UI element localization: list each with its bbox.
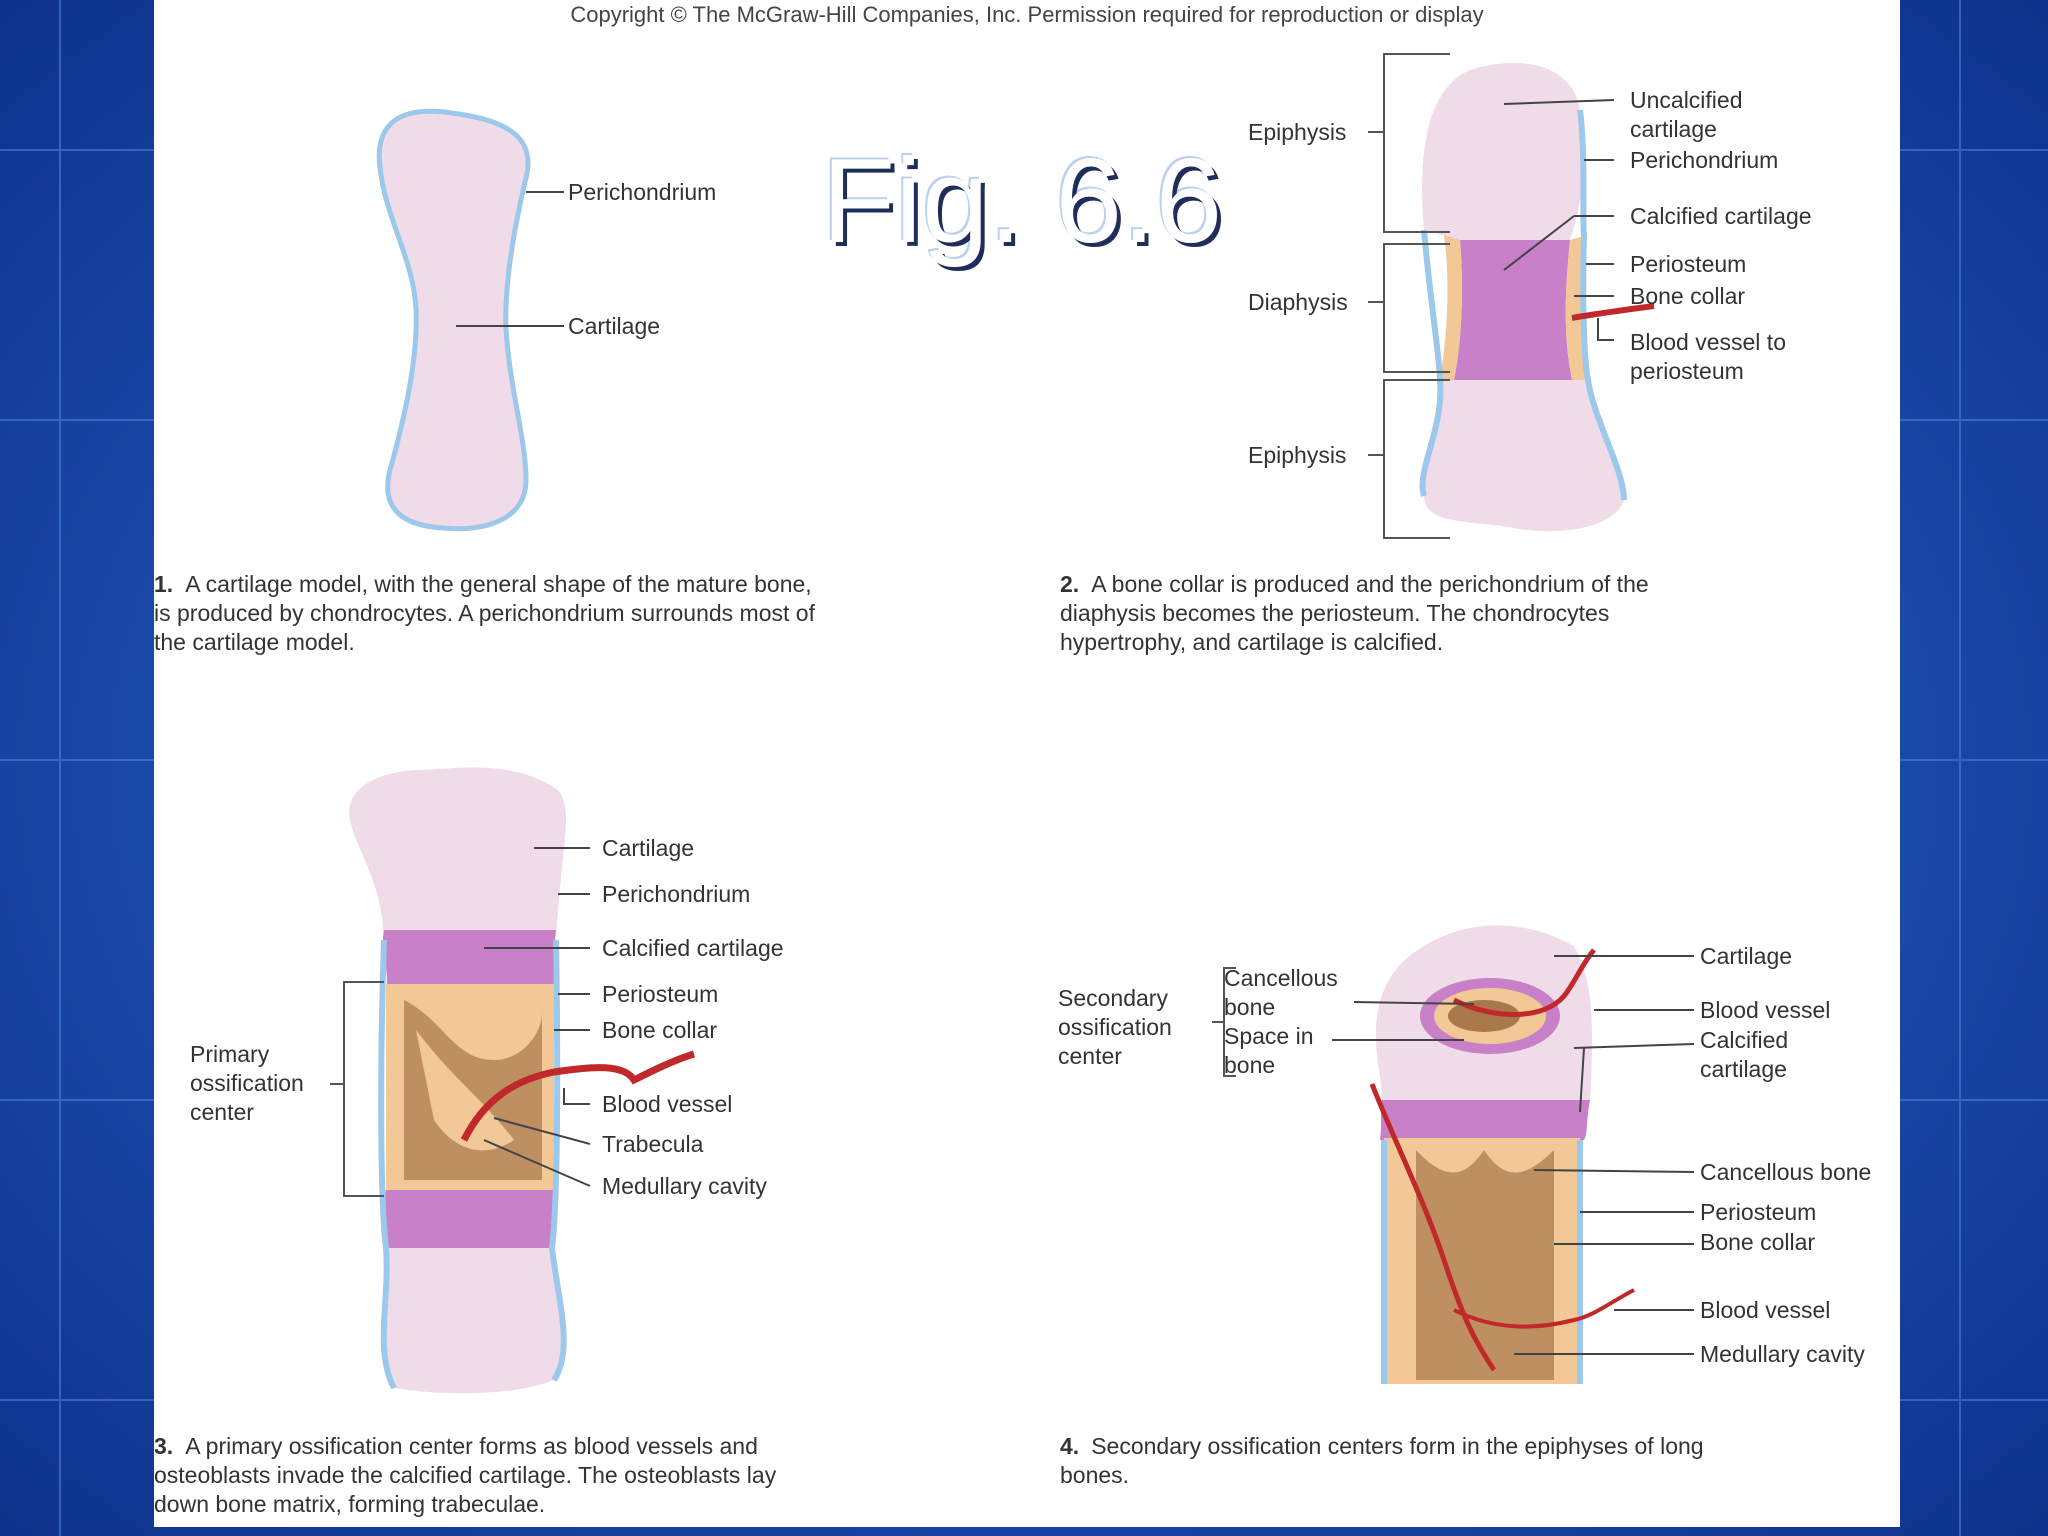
label-periosteum-3: Periosteum [602, 981, 719, 1007]
caption-text: A cartilage model, with the general shap… [154, 571, 815, 655]
label-perichondrium: Perichondrium [568, 179, 717, 205]
caption-text: Secondary ossification centers form in t… [1060, 1433, 1704, 1488]
label-periosteum: Periosteum [1630, 251, 1747, 277]
label-trabecula: Trabecula [602, 1131, 704, 1157]
label-bone-collar-4: Bone collar [1700, 1229, 1816, 1255]
label-calcified-cartilage: Calcified cartilage [1630, 203, 1812, 229]
label-medullary-cavity-3: Medullary cavity [602, 1173, 767, 1199]
label-bone-collar-3: Bone collar [602, 1017, 718, 1043]
copyright-notice: Copyright © The McGraw-Hill Companies, I… [570, 2, 1484, 27]
label-blood-vessel-3: Blood vessel [602, 1091, 733, 1117]
label-cancellous-bone-4a: Cancellous bone [1224, 965, 1338, 1020]
label-perichondrium-2: Perichondrium [1630, 147, 1779, 173]
panel4-secondary-ossification [1212, 925, 1695, 1384]
label-blood-vessel-4a: Blood vessel [1700, 997, 1831, 1023]
caption-number: 3. [154, 1433, 174, 1459]
label-cartilage-4: Cartilage [1700, 943, 1793, 969]
panel2-caption: 2.A bone collar is produced and the peri… [1060, 570, 1740, 657]
label-uncalcified-cartilage: Uncalcified cartilage [1630, 87, 1743, 142]
label-cartilage-3: Cartilage [602, 835, 695, 861]
caption-number: 2. [1060, 571, 1080, 597]
label-secondary-ossification-center: Secondary ossification center [1058, 985, 1172, 1069]
caption-number: 4. [1060, 1433, 1080, 1459]
label-space-in-bone: Space in bone [1224, 1023, 1314, 1078]
bone-ossification-diagram [330, 53, 1695, 1394]
label-primary-ossification-center: Primary ossification center [190, 1041, 304, 1125]
label-bone-collar: Bone collar [1630, 283, 1746, 309]
label-diaphysis: Diaphysis [1248, 289, 1348, 315]
caption-text: A bone collar is produced and the perich… [1060, 571, 1649, 655]
label-calcified-cartilage-3: Calcified cartilage [602, 935, 784, 961]
label-periosteum-4: Periosteum [1700, 1199, 1817, 1225]
label-blood-vessel-4b: Blood vessel [1700, 1297, 1831, 1323]
label-epiphysis-top: Epiphysis [1248, 119, 1347, 145]
panel3-caption: 3.A primary ossification center forms as… [154, 1432, 834, 1519]
caption-number: 1. [154, 571, 174, 597]
figure-panel: Copyright © The McGraw-Hill Companies, I… [154, 0, 1900, 1527]
panel1-caption: 1.A cartilage model, with the general sh… [154, 570, 834, 657]
label-cancellous-bone-4b: Cancellous bone [1700, 1159, 1872, 1185]
label-perichondrium-3: Perichondrium [602, 881, 751, 907]
label-calcified-cartilage-4: Calcified cartilage [1700, 1027, 1789, 1082]
label-cartilage: Cartilage [568, 313, 661, 339]
label-blood-vessel-periosteum: Blood vessel to periosteum [1630, 329, 1786, 384]
panel4-caption: 4.Secondary ossification centers form in… [1060, 1432, 1740, 1490]
label-medullary-cavity-4: Medullary cavity [1700, 1341, 1865, 1367]
caption-text: A primary ossification center forms as b… [154, 1433, 777, 1517]
slide-title: Fig. 6.6 [822, 134, 1223, 268]
label-epiphysis-bottom: Epiphysis [1248, 442, 1347, 468]
panel2-bone-collar [1368, 53, 1655, 539]
panel3-primary-ossification [330, 767, 696, 1394]
panel1-cartilage-model [376, 108, 564, 532]
